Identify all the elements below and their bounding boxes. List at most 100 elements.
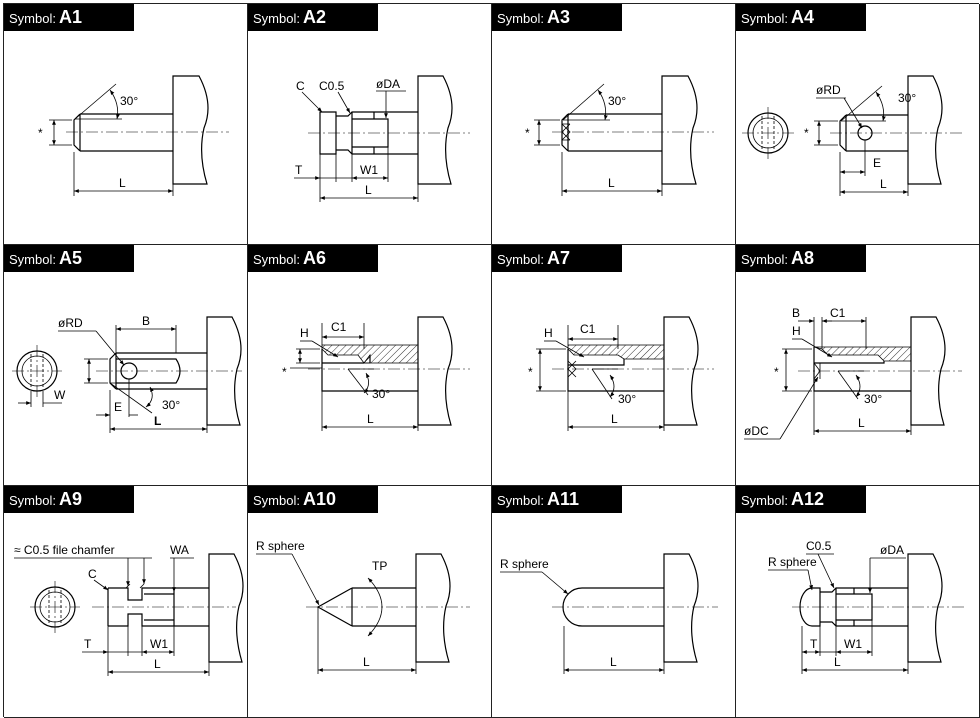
shaft-diagram: R sphere TP L [256, 539, 470, 674]
shaft-diagram: W øRD B 30° E L [12, 314, 242, 433]
cell-a11: Symbol: A11 R sphere L [492, 486, 736, 718]
symbol-code: A10 [302, 489, 336, 509]
da-label: øDA [880, 543, 904, 557]
symbol-header: Symbol: A4 [736, 4, 866, 31]
b-label: B [142, 314, 150, 328]
chamfer-label: ≈ C0.5 file chamfer [14, 543, 115, 557]
c05-label: C0.5 [806, 539, 832, 553]
h-label: H [300, 326, 309, 340]
t-label: T [84, 637, 92, 651]
angle-label: 30° [120, 94, 138, 108]
star-label: * [525, 126, 530, 140]
rsphere-label: R sphere [256, 539, 305, 553]
t-label: T [810, 637, 818, 651]
length-label: L [154, 414, 161, 428]
rd-label: øRD [816, 83, 841, 97]
angle-label: 30° [618, 392, 636, 406]
shaft-diagram: B C1 H * 30° øDC L [744, 306, 962, 440]
symbol-header: Symbol: A7 [492, 245, 622, 272]
cell-a3: Symbol: A3 30° * L [492, 4, 736, 245]
symbol-header: Symbol: A11 [492, 486, 622, 513]
length-label: L [119, 176, 126, 190]
symbol-label: Symbol: [9, 11, 56, 26]
t-label: T [295, 163, 303, 177]
symbol-code: A6 [302, 248, 326, 268]
shaft-diagram: øRD 30° * E L [742, 75, 964, 196]
rsphere-label: R sphere [768, 555, 817, 569]
symbol-label: Symbol: [741, 252, 788, 267]
symbol-code: A11 [546, 489, 579, 509]
c05-label: C0.5 [319, 79, 345, 93]
shaft-diagram: H C1 * 30° L [528, 316, 714, 431]
length-label: L [858, 416, 865, 430]
symbol-code: A7 [546, 248, 570, 268]
symbol-header: Symbol: A1 [4, 4, 134, 31]
w-label: W [54, 388, 66, 402]
c1-label: C1 [331, 320, 347, 334]
symbol-label: Symbol: [253, 11, 300, 26]
symbol-code: A4 [790, 7, 814, 27]
shaft-diagram: R sphere L [500, 553, 718, 674]
shaft-diagram: ≈ C0.5 file chamfer C WA T W1 L [14, 543, 244, 676]
cell-a12: Symbol: A12 C0.5 R sphere øDA T [736, 486, 980, 718]
star-label: * [774, 365, 779, 379]
c1-label: C1 [580, 322, 596, 336]
symbol-label: Symbol: [9, 252, 56, 267]
e-label: E [114, 400, 122, 414]
cell-a2: Symbol: A2 C C0.5 øDA T W1 [248, 4, 492, 245]
angle-label: 30° [372, 387, 390, 401]
length-label: L [365, 183, 372, 197]
angle-label: 30° [608, 94, 626, 108]
symbol-grid: Symbol: A1 30° * L Symbol: A2 [3, 3, 980, 718]
length-label: L [367, 412, 374, 426]
symbol-header: Symbol: A6 [248, 245, 378, 272]
symbol-code: A8 [790, 248, 814, 268]
shaft-diagram: 30° * L [38, 75, 229, 196]
rsphere-label: R sphere [500, 557, 549, 571]
c-label: C [88, 567, 97, 581]
symbol-code: A5 [58, 248, 82, 268]
length-label: L [611, 412, 618, 426]
rd-label: øRD [58, 316, 83, 330]
cell-a7: Symbol: A7 H C1 * 30° [492, 245, 736, 486]
symbol-header: Symbol: A12 [736, 486, 866, 513]
w1-label: W1 [360, 163, 378, 177]
symbol-header: Symbol: A8 [736, 245, 866, 272]
angle-label: 30° [864, 392, 882, 406]
length-label: L [834, 655, 841, 669]
cell-a10: Symbol: A10 R sphere TP L [248, 486, 492, 718]
b-label: B [792, 306, 800, 320]
symbol-code: A9 [58, 489, 82, 509]
symbol-header: Symbol: A10 [248, 486, 378, 513]
length-label: L [880, 177, 887, 191]
w1-label: W1 [844, 637, 862, 651]
symbol-code: A12 [790, 489, 824, 509]
cell-a4: Symbol: A4 øRD 30° * [736, 4, 980, 245]
symbol-label: Symbol: [741, 493, 788, 508]
symbol-code: A3 [546, 7, 570, 27]
length-label: L [363, 655, 370, 669]
length-label: L [154, 657, 161, 671]
symbol-label: Symbol: [253, 252, 300, 267]
angle-label: 30° [162, 398, 180, 412]
c1-label: C1 [830, 306, 846, 320]
symbol-code: A1 [58, 7, 82, 27]
shaft-diagram: H C1 * 30° L [282, 316, 470, 431]
cell-a8: Symbol: A8 B C1 H * 3 [736, 245, 980, 486]
length-label: L [610, 655, 617, 669]
symbol-header: Symbol: A2 [248, 4, 378, 31]
cell-a6: Symbol: A6 H C1 * 30° [248, 245, 492, 486]
symbol-label: Symbol: [253, 493, 300, 508]
length-label: L [608, 176, 615, 190]
symbol-label: Symbol: [497, 11, 544, 26]
w1-label: W1 [150, 637, 168, 651]
h-label: H [792, 324, 801, 338]
tp-label: TP [372, 559, 387, 573]
symbol-code: A2 [302, 7, 326, 27]
da-label: øDA [376, 77, 400, 91]
symbol-label: Symbol: [9, 493, 56, 508]
h-label: H [544, 326, 553, 340]
cell-a1: Symbol: A1 30° * L [4, 4, 248, 245]
angle-label: 30° [898, 91, 916, 105]
cell-a5: Symbol: A5 W øRD B [4, 245, 248, 486]
